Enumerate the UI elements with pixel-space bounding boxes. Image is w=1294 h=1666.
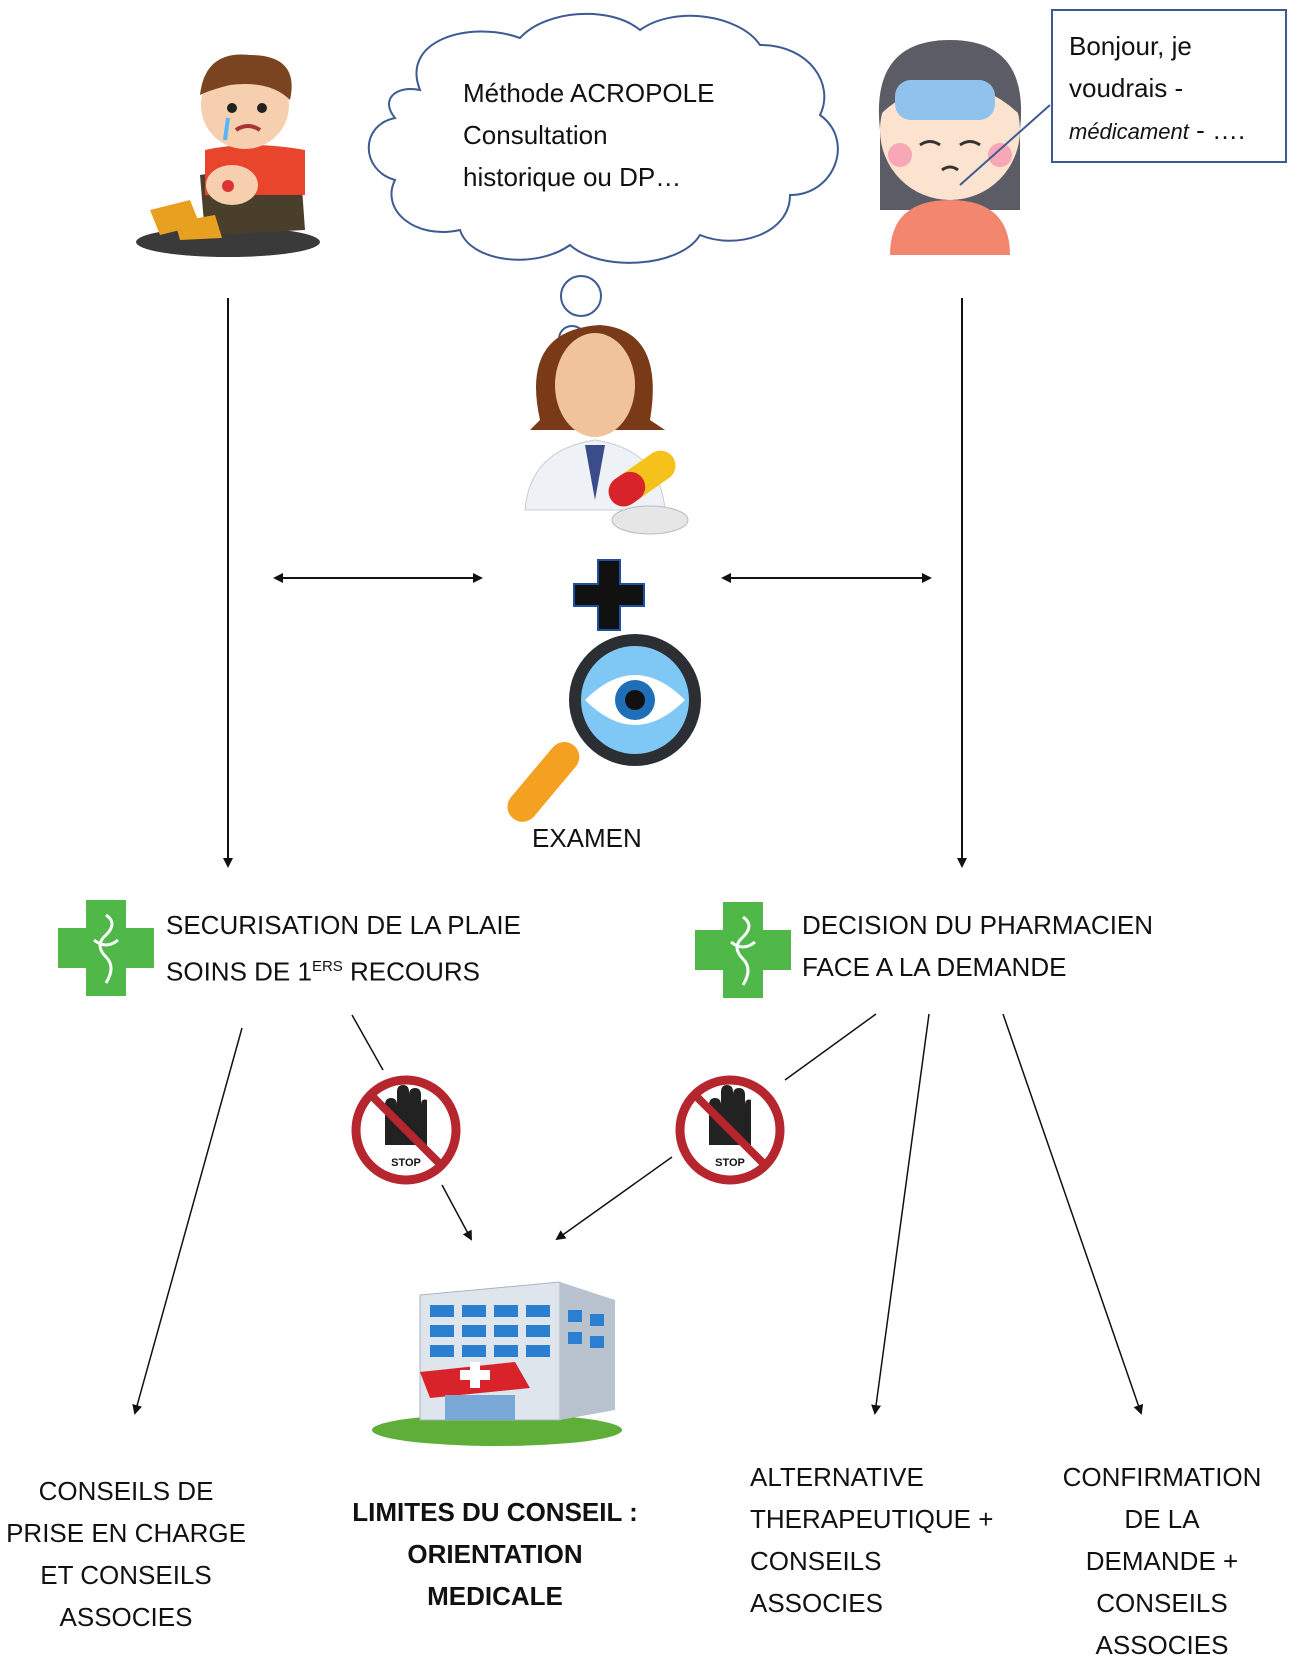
outcome-confirmation-line: CONSEILS [1096,1588,1228,1618]
outcome-alternative-line: THERAPEUTIQUE + [750,1504,994,1534]
stop-sign-label-right: STOP [715,1157,745,1169]
outcome-alternative: ALTERNATIVE THERAPEUTIQUE + CONSEILS ASS… [750,1456,993,1624]
hospital-icon [372,1281,622,1446]
stop-sign-icon-right: STOP [675,1075,785,1185]
outcome-limites-line: LIMITES DU CONSEIL : [352,1497,638,1527]
pharmacy-cross-icon-left [58,900,154,996]
callout-italic-word: médicament [1069,119,1189,144]
arrow-to-confirmation [1002,1013,1144,1415]
arrow-to-alternative [871,1013,930,1415]
magnifier-eye-icon [507,634,701,822]
outcome-confirmation-line: ASSOCIES [1095,1630,1229,1660]
callout-line-3: médicament - …. [1069,109,1269,153]
arrow-right-stop-to-hospital [555,1156,673,1241]
thought-line-3: historique ou DP… [463,162,682,192]
outcome-limites: LIMITES DU CONSEIL : ORIENTATION MEDICAL… [340,1491,650,1617]
outcome-conseils: CONSEILS DE PRISE EN CHARGE ET CONSEILS … [0,1470,252,1638]
callout-line-1: Bonjour, je [1069,31,1192,61]
outcome-confirmation: CONFIRMATION DE LA DEMANDE + CONSEILS AS… [1040,1456,1284,1666]
outcome-limites-line: ORIENTATION [407,1539,583,1569]
speech-callout: Bonjour, je voudrais - médicament - …. [1051,9,1287,163]
stop-sign-icon-left: STOP [351,1075,461,1185]
outcome-conseils-line: PRISE EN CHARGE [6,1518,246,1548]
arrow-left-stop-to-hospital [441,1184,472,1241]
outcome-conseils-line: ASSOCIES [59,1602,193,1632]
outcome-confirmation-line: CONFIRMATION [1062,1462,1262,1492]
stop-sign-label-left: STOP [391,1157,421,1169]
line-to-right-stop [784,1013,877,1081]
outcome-confirmation-line: DE LA [1124,1504,1200,1534]
left-node-line-2: SOINS DE 1ERS RECOURS [166,946,521,993]
outcome-confirmation-line: DEMANDE + [1085,1546,1239,1576]
thought-line-1: Méthode ACROPOLE [463,78,715,108]
sick-woman-icon [878,40,1022,255]
thought-bubble-text: Méthode ACROPOLE Consultation historique… [463,72,714,198]
line-to-left-stop [351,1014,384,1071]
left-node-line-2b: RECOURS [342,956,481,987]
callout-pointer [959,104,1051,186]
outcome-alternative-line: ASSOCIES [750,1588,883,1618]
outcome-conseils-line: ET CONSEILS [40,1560,212,1590]
exam-label: EXAMEN [532,823,642,853]
thought-line-2: Consultation [463,120,608,150]
right-node-label: DECISION DU PHARMACIEN FACE A LA DEMANDE [802,904,1153,988]
arrow-to-conseils [132,1027,243,1415]
plus-icon [573,559,645,631]
outcome-conseils-line: CONSEILS DE [38,1476,214,1506]
outcome-alternative-line: CONSEILS [750,1546,882,1576]
callout-line-3-rest: - …. [1188,115,1246,145]
left-node-line-2a: SOINS DE 1 [166,956,312,987]
right-node-line-1: DECISION DU PHARMACIEN [802,910,1154,940]
callout-line-2: voudrais - [1069,73,1184,103]
pharmacy-cross-icon-right [695,902,791,998]
injured-child-icon [136,54,320,257]
left-node-label: SECURISATION DE LA PLAIE SOINS DE 1ERS R… [166,904,521,993]
outcome-alternative-line: ALTERNATIVE [750,1462,924,1492]
right-node-line-2: FACE A LA DEMANDE [802,952,1067,982]
pharmacist-icon [524,325,689,535]
left-node-line-1: SECURISATION DE LA PLAIE [166,910,521,940]
left-node-superscript: ERS [311,958,343,975]
outcome-limites-line: MEDICALE [427,1581,563,1611]
